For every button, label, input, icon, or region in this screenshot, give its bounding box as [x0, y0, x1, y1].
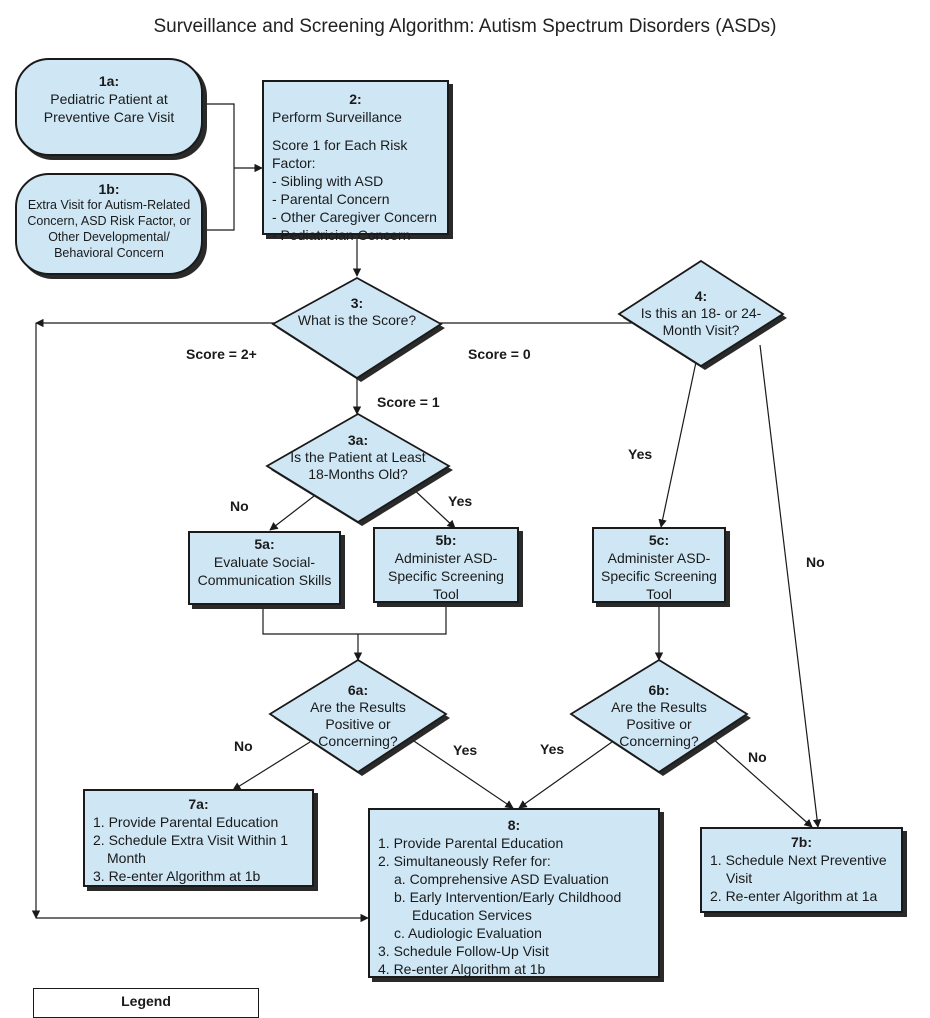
node-7b: 7b: 1. Schedule Next Preventive Visit 2.…	[700, 827, 903, 913]
edge-4-to-5c	[658, 361, 697, 528]
risk-factor-item: - Parental Concern	[272, 191, 390, 207]
node-8-list: 1. Provide Parental Education 2. Simulta…	[378, 834, 650, 978]
edge-label-6a-yes: Yes	[453, 742, 478, 758]
node-5a-text: Evaluate Social-Communication Skills	[197, 554, 332, 588]
edge-label-4-no: No	[806, 554, 825, 570]
legend-title: Legend	[121, 993, 171, 1009]
node-5c-text: Administer ASD-Specific Screening Tool	[601, 550, 717, 602]
edge-4-to-7b	[759, 344, 822, 828]
edge-label-6b-no: No	[748, 749, 767, 765]
edge-label-3a-yes: Yes	[448, 493, 473, 509]
node-4-label: 4: Is this an 18- or 24-Month Visit?	[636, 288, 766, 339]
action-item: 2. Re-enter Algorithm at 1a	[710, 888, 878, 904]
node-1b-number: 1b:	[98, 181, 120, 197]
edge-5a-merge	[262, 606, 358, 635]
action-item: 1. Provide Parental Education	[378, 835, 564, 851]
edge-1b-to-2	[205, 168, 235, 231]
node-5c: 5c: Administer ASD-Specific Screening To…	[592, 527, 726, 603]
edge-label-6a-no: No	[234, 738, 253, 754]
edge-5b-merge	[358, 604, 447, 635]
action-item: 2. Simultaneously Refer for:	[378, 853, 551, 869]
action-subitem: b. Early Intervention/Early Childhood Ed…	[394, 889, 622, 923]
edge-6a-to-8	[404, 734, 514, 809]
edge-label-score-2: Score = 2+	[186, 346, 257, 362]
edge-label-3a-no: No	[230, 498, 249, 514]
node-1a-number: 1a:	[98, 73, 120, 89]
edge-label-6b-yes: Yes	[540, 741, 565, 757]
node-2: 2: Perform Surveillance Score 1 for Each…	[262, 80, 449, 243]
edge-6b-to-7b	[711, 737, 813, 828]
action-item: 3. Schedule Follow-Up Visit	[378, 943, 549, 959]
diamond-3a	[265, 412, 451, 524]
node-3a-number: 3a:	[347, 432, 369, 448]
node-1b-text: Extra Visit for Autism-Related Concern, …	[27, 198, 191, 260]
node-3-text: What is the Score?	[297, 312, 417, 328]
node-7b-number: 7b:	[791, 834, 812, 850]
node-6a-number: 6a:	[347, 682, 369, 698]
action-subitem: c. Audiologic Evaluation	[394, 925, 542, 941]
node-6b-number: 6b:	[648, 682, 670, 698]
risk-factor-item: - Other Caregiver Concern	[272, 209, 437, 225]
action-item: 4. Re-enter Algorithm at 1b	[378, 961, 546, 977]
page-title: Surveillance and Screening Algorithm: Au…	[153, 16, 777, 37]
risk-factor-item: - Sibling with ASD	[272, 173, 384, 189]
decision-shapes	[265, 259, 787, 776]
diamond-3	[271, 276, 443, 380]
node-5b-text: Administer ASD-Specific Screening Tool	[388, 550, 504, 602]
action-subitem: a. Comprehensive ASD Evaluation	[394, 871, 609, 887]
node-5a-number: 5a:	[254, 536, 275, 552]
node-4-number: 4:	[694, 288, 708, 304]
node-1a: 1a: Pediatric Patient at Preventive Care…	[15, 58, 203, 156]
node-8-number: 8:	[507, 817, 521, 833]
edge-label-4-yes: Yes	[628, 446, 653, 462]
diamond-6b	[569, 658, 749, 774]
node-2-number: 2:	[349, 91, 362, 107]
node-3a-label: 3a: Is the Patient at Least 18-Months Ol…	[290, 432, 426, 483]
edge-1a-to-2	[205, 103, 235, 168]
node-4-text: Is this an 18- or 24-Month Visit?	[640, 305, 762, 338]
edge-3a-to-5a	[269, 492, 319, 531]
node-5a: 5a: Evaluate Social-Communication Skills	[188, 531, 341, 605]
legend: Legend	[33, 988, 259, 1018]
node-3-number: 3:	[350, 295, 364, 311]
node-8: 8: 1. Provide Parental Education 2. Simu…	[368, 808, 660, 978]
action-item: 3. Re-enter Algorithm at 1b	[93, 868, 261, 884]
action-item: 2. Schedule Extra Visit Within 1 Month	[93, 832, 289, 866]
edge-label-score-1: Score = 1	[377, 394, 440, 410]
node-6b-label: 6b: Are the Results Positive or Concerni…	[596, 682, 722, 750]
node-7b-list: 1. Schedule Next Preventive Visit 2. Re-…	[710, 851, 893, 905]
action-item: 1. Provide Parental Education	[93, 814, 279, 830]
edge-3a-to-5b	[409, 485, 456, 529]
node-1a-text: Pediatric Patient at Preventive Care Vis…	[43, 91, 175, 125]
node-6a-text: Are the Results Positive or Concerning?	[310, 699, 406, 749]
node-5b: 5b: Administer ASD-Specific Screening To…	[373, 527, 519, 603]
edge-label-score-0: Score = 0	[468, 346, 531, 362]
node-1b: 1b: Extra Visit for Autism-Related Conce…	[15, 173, 203, 275]
node-6a-label: 6a: Are the Results Positive or Concerni…	[295, 682, 421, 750]
risk-factor-item: - Pediatrician Concern	[272, 227, 411, 243]
node-7a-number: 7a:	[188, 796, 209, 812]
edge-6a-to-7a	[232, 741, 311, 791]
node-3-label: 3: What is the Score?	[297, 295, 417, 329]
node-2-heading: Perform Surveillance	[272, 109, 402, 125]
node-3a-text: Is the Patient at Least 18-Months Old?	[290, 449, 426, 482]
node-5b-number: 5b:	[435, 532, 457, 548]
node-7a-list: 1. Provide Parental Education 2. Schedul…	[93, 813, 304, 885]
action-item: 1. Schedule Next Preventive Visit	[710, 852, 887, 886]
diamond-6a	[268, 658, 448, 774]
node-6b-text: Are the Results Positive or Concerning?	[611, 699, 707, 749]
node-2-subheading: Score 1 for Each Risk Factor:	[272, 137, 408, 171]
node-7a: 7a: 1. Provide Parental Education 2. Sch…	[83, 789, 314, 887]
diamond-4	[617, 259, 785, 368]
edge-6b-to-8	[518, 741, 613, 809]
node-2-risk-list: - Sibling with ASD - Parental Concern - …	[272, 172, 439, 244]
node-5c-number: 5c:	[648, 532, 670, 548]
